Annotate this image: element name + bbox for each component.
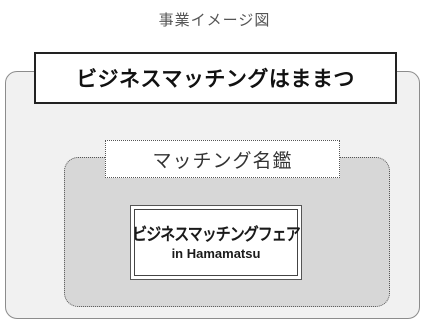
fair-logo-main: ビジネスマッチングフェア — [132, 223, 301, 245]
fair-logo-sub: in Hamamatsu — [171, 246, 261, 261]
diagram-title: 事業イメージ図 — [158, 11, 271, 29]
directory-label: マッチング名鑑 — [105, 140, 340, 178]
platform-header: ビジネスマッチングはままつ — [34, 52, 397, 104]
fair-logo: ビジネスマッチングフェア in Hamamatsu — [130, 205, 302, 280]
